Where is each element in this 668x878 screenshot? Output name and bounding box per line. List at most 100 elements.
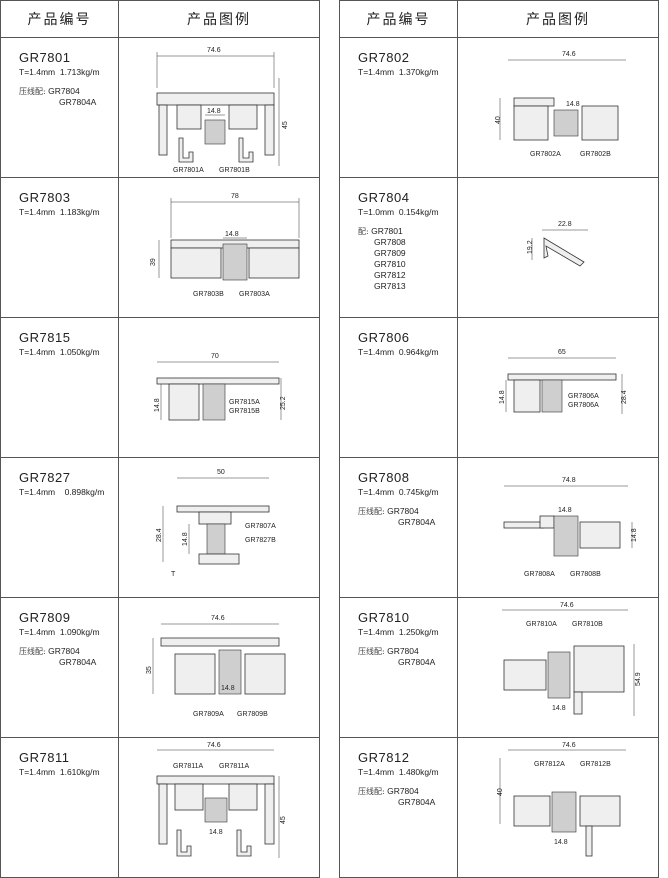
- dim-width: 74.6: [560, 602, 574, 609]
- dim-width: 50: [217, 469, 225, 476]
- product-spec: T=1.4mm 1.370kg/m: [358, 67, 439, 77]
- product-code: GR7815: [19, 330, 71, 345]
- compat-list: 压线配: GR7804 GR7804A: [358, 786, 457, 808]
- compat-list: 压线配: GR7804 GR7804A: [19, 86, 118, 108]
- compat-item: GR7804: [387, 646, 419, 656]
- dim-width: 74.6: [207, 742, 221, 749]
- dim-height: 39: [150, 258, 157, 266]
- profile-drawing: 74.6 40 14.8 GR7812A GR7812B: [457, 737, 659, 878]
- product-row: GR7808 T=1.4mm 0.745kg/m 压线配: GR7804 GR7…: [339, 457, 659, 598]
- part-label-a: GR7808A: [524, 571, 555, 578]
- profile-drawing: 74.6 54.9 14.8 GR7810A GR7810B: [457, 597, 659, 738]
- compat-list: 压线配: GR7804 GR7804A: [358, 646, 457, 668]
- part-label-b: GR7803A: [239, 291, 270, 298]
- profile-drawing: 70 14.8 25.2 GR7815A GR7815B: [118, 317, 320, 458]
- product-code: GR7809: [19, 610, 71, 625]
- dim-height: 45: [282, 121, 289, 129]
- compat-label: 压线配:: [358, 507, 385, 516]
- product-spec: T=1.4mm 1.183kg/m: [19, 207, 100, 217]
- dim-gap: 14.8: [499, 390, 506, 404]
- profile-gr7804-svg: 22.8 19.2: [527, 221, 588, 267]
- profile-gr7809-svg: 74.6 35 14.8 GR7809A GR7809B: [146, 615, 286, 718]
- compat-item: GR7804: [48, 646, 80, 656]
- product-code: GR7812: [358, 750, 410, 765]
- dim-gap: 14.8: [154, 398, 161, 412]
- dim-width: 70: [211, 353, 219, 360]
- profile-gr7810-svg: 74.6 54.9 14.8 GR7810A GR7810B: [502, 602, 642, 716]
- compat-item: GR7804A: [398, 797, 436, 807]
- code-col-header: 产品编号: [0, 0, 119, 38]
- product-code: GR7811: [19, 750, 70, 765]
- dim-width: 74.6: [211, 615, 225, 622]
- part-label-a: GR7806A: [568, 393, 599, 400]
- profile-drawing: 74.6 14.8 45 GR7811A GR7811A: [118, 737, 320, 878]
- product-row: GR7802 T=1.4mm 1.370kg/m 74.6 14.8 40 GR…: [339, 37, 659, 178]
- product-spec: T=1.4mm 1.090kg/m: [19, 627, 100, 637]
- profile-drawing: 74.6 14.8 40 GR7802A GR7802B: [457, 37, 659, 178]
- dim-gap: 14.8: [207, 108, 221, 115]
- dim-height: 40: [495, 116, 502, 124]
- product-row: GR7809 T=1.4mm 1.090kg/m 压线配: GR7804 GR7…: [0, 597, 320, 738]
- profile-gr7806-svg: 65 14.8 28.4 GR7806A GR7806A: [499, 349, 628, 414]
- product-row: GR7811 T=1.4mm 1.610kg/m 74.6 14.8 45 GR…: [0, 737, 320, 878]
- compat-item: GR7813: [374, 281, 406, 291]
- product-code: GR7801: [19, 50, 71, 65]
- product-code: GR7804: [358, 190, 410, 205]
- compat-item: GR7804A: [398, 657, 436, 667]
- part-label-b: GR7815B: [229, 408, 260, 415]
- dim-height: 14.8: [631, 528, 638, 542]
- dim-height: 28.4: [621, 390, 628, 404]
- dim-width: 74.6: [207, 47, 221, 54]
- dim-width: 74.6: [562, 51, 576, 58]
- dim-height: 25.2: [280, 396, 287, 410]
- part-label-b: GR7827B: [245, 537, 276, 544]
- profile-drawing: 22.8 19.2: [457, 177, 659, 318]
- profile-gr7815-svg: 70 14.8 25.2 GR7815A GR7815B: [154, 353, 287, 421]
- compat-label: 压线配:: [358, 647, 385, 656]
- compat-item: GR7808: [374, 237, 406, 247]
- compat-list: 压线配: GR7804 GR7804A: [358, 506, 457, 528]
- dim-gap: 14.8: [221, 685, 235, 692]
- dim-gap: 14.8: [225, 231, 239, 238]
- compat-list: 配: GR7801 GR7808 GR7809 GR7810 GR7812 GR…: [358, 226, 457, 292]
- compat-item: GR7810: [374, 259, 406, 269]
- dim-gap: 14.8: [558, 507, 572, 514]
- product-code: GR7806: [358, 330, 410, 345]
- profile-gr7811-svg: 74.6 14.8 45 GR7811A GR7811A: [156, 742, 287, 858]
- compat-list: 压线配: GR7804 GR7804A: [19, 646, 118, 668]
- product-spec: T=1.4mm 0.745kg/m: [358, 487, 439, 497]
- profile-gr7801-svg: 74.6 14.8 45 GR7801A GR7801B: [156, 47, 289, 174]
- profile-drawing: 74.6 35 14.8 GR7809A GR7809B: [118, 597, 320, 738]
- compat-item: GR7804: [387, 506, 419, 516]
- profile-drawing: 50 50 28.4 14.8 T GR7807A GR7827B: [118, 457, 320, 598]
- dim-gap: 14.8: [554, 839, 568, 846]
- compat-item: GR7801: [371, 226, 403, 236]
- profile-gr7802-svg: 74.6 14.8 40 GR7802A GR7802B: [495, 51, 626, 158]
- product-spec: T=1.0mm 0.154kg/m: [358, 207, 439, 217]
- product-spec: T=1.4mm 1.610kg/m: [19, 767, 100, 777]
- product-row: GR7806 T=1.4mm 0.964kg/m 65 14.8 28.4 GR…: [339, 317, 659, 458]
- product-row: GR7810 T=1.4mm 1.250kg/m 压线配: GR7804 GR7…: [339, 597, 659, 738]
- dim-gap: 14.8: [566, 101, 580, 108]
- profile-drawing: 65 14.8 28.4 GR7806A GR7806A: [457, 317, 659, 458]
- code-col-header: 产品编号: [339, 0, 458, 38]
- part-label-a: GR7809A: [193, 711, 224, 718]
- part-label-a: GR7803B: [193, 291, 224, 298]
- left-catalog: 产品编号 产品图例 GR7801 T=1.4mm 1.713kg/m 压线配: …: [0, 0, 320, 878]
- compat-item: GR7804: [48, 86, 80, 96]
- compat-item: GR7804A: [398, 517, 436, 527]
- dim-width: 65: [558, 349, 566, 356]
- product-code: GR7810: [358, 610, 410, 625]
- product-row: GR7803 T=1.4mm 1.183kg/m 78 14.8 39 GR78…: [0, 177, 320, 318]
- compat-label: 配:: [358, 227, 369, 236]
- product-spec: T=1.4mm 1.480kg/m: [358, 767, 439, 777]
- profile-gr7808-svg: 74.8 14.8 14.8 GR7808A GR7808B: [503, 477, 638, 578]
- product-spec: T=1.4mm 1.250kg/m: [358, 627, 439, 637]
- product-row: GR7815 T=1.4mm 1.050kg/m 70 14.8 25.2 GR…: [0, 317, 320, 458]
- product-row: GR7827 T=1.4mm 0.898kg/m 50 50 28.4 14.8…: [0, 457, 320, 598]
- part-label-b: GR7806A: [568, 402, 599, 409]
- profile-drawing: 74.8 14.8 14.8 GR7808A GR7808B: [457, 457, 659, 598]
- compat-label: 压线配:: [358, 787, 385, 796]
- part-label-b: GR7808B: [570, 571, 601, 578]
- part-label-b: GR7801B: [219, 167, 250, 174]
